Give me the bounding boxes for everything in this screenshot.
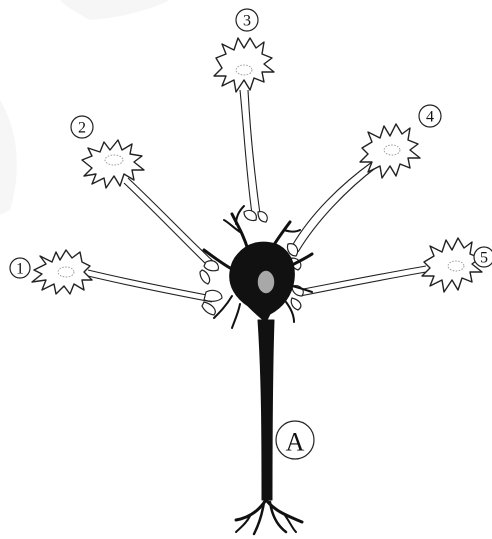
svg-text:4: 4 [426,109,434,126]
axon-1 [88,270,212,302]
svg-text:2: 2 [78,120,86,137]
neuron-3 [214,38,274,92]
label-3: 3 [236,9,258,31]
axon-3 [240,90,260,214]
background-watermark [0,0,170,215]
neuron-5 [422,238,482,292]
label-2: 2 [71,116,93,138]
neuron-A-nucleus [258,271,274,293]
svg-text:A: A [286,428,305,457]
svg-text:3: 3 [243,13,251,30]
label-5: 5 [474,247,492,267]
label-4: 4 [419,105,441,127]
axon-4 [292,162,378,252]
neuron-2 [82,140,144,188]
neuron-1 [32,250,92,294]
label-1: 1 [10,258,30,278]
svg-text:1: 1 [16,261,24,278]
axon-2 [124,178,214,268]
label-A: A [276,421,314,459]
axon-5 [298,266,426,296]
svg-text:5: 5 [480,250,488,267]
neuron-4 [360,124,420,178]
